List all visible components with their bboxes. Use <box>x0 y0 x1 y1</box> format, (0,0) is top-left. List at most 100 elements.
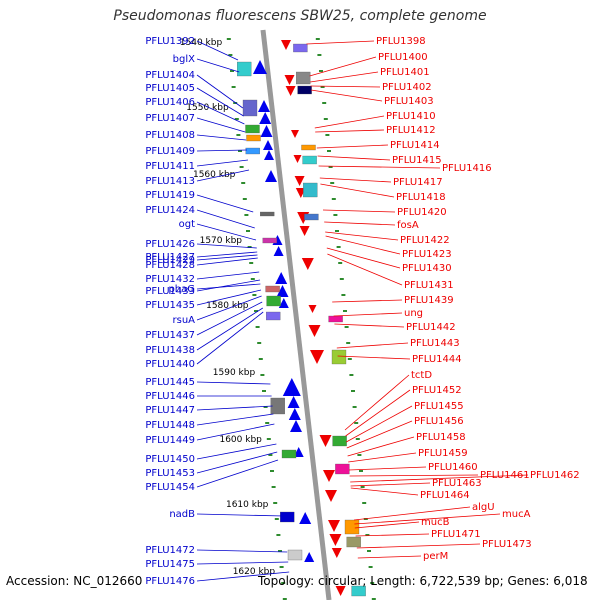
left-gene-label: ogt <box>179 219 195 230</box>
gene-feature-box <box>281 449 297 459</box>
right-gene-label: PFLU1471 <box>431 529 481 540</box>
scale-tick-label: 1580 kbp <box>206 301 249 311</box>
left-gene-label: PFLU1405 <box>145 83 195 94</box>
right-gene-label: PFLU1416 <box>442 163 492 174</box>
gene-feature-box <box>265 285 280 293</box>
left-gene-label: PFLU1435 <box>145 300 195 311</box>
right-leader-line <box>324 221 396 226</box>
track-dash-right <box>357 454 362 456</box>
forward-gene-arrow <box>299 512 312 524</box>
track-dash-right <box>365 534 370 536</box>
right-leader-line <box>350 482 431 487</box>
right-gene-label: PFLU1418 <box>396 192 446 203</box>
track-dash-left <box>255 326 260 328</box>
left-leader-line <box>196 283 261 290</box>
left-gene-label: PFLU1448 <box>145 420 195 431</box>
left-gene-label: rsuA <box>173 315 196 326</box>
track-dash-left <box>239 166 244 168</box>
scale-tick-label: 1600 kbp <box>219 435 262 445</box>
reverse-gene-arrow <box>301 258 314 270</box>
right-gene-label: PFLU1443 <box>410 338 460 349</box>
right-gene-label: PFLU1456 <box>414 416 464 427</box>
right-leader-line <box>322 209 396 213</box>
track-dash-left <box>231 86 236 88</box>
left-leader-line <box>196 549 288 553</box>
forward-gene-arrow <box>259 112 272 124</box>
left-leader-line <box>196 271 260 280</box>
gene-feature-box <box>266 311 281 321</box>
right-gene-label: PFLU1439 <box>404 295 454 306</box>
left-leader-line <box>196 149 248 152</box>
track-dash-left <box>281 582 286 584</box>
left-gene-label: PFLU1476 <box>145 576 195 587</box>
right-gene-label: PFLU1461 <box>480 470 530 481</box>
scale-tick-label: 1620 kbp <box>233 567 276 577</box>
gene-feature-box <box>266 295 281 307</box>
track-dash-left <box>263 406 268 408</box>
right-gene-label: PFLU1420 <box>397 207 447 218</box>
right-gene-label: fosA <box>397 220 419 231</box>
right-leader-line <box>310 85 381 88</box>
genome-info-text: Topology: circular; Length: 6,722,539 bp… <box>258 574 588 588</box>
gene-feature-box <box>328 315 343 323</box>
track-dash-left <box>257 342 262 344</box>
reverse-gene-arrow <box>308 325 321 337</box>
right-leader-line <box>348 466 427 471</box>
gene-feature-box <box>293 43 308 53</box>
right-gene-label: PFLU1410 <box>386 111 436 122</box>
left-gene-label: PFLU1445 <box>145 377 195 388</box>
right-gene-label: PFLU1460 <box>428 462 478 473</box>
right-gene-label: PFLU1463 <box>432 478 482 489</box>
left-gene-label: PFLU1450 <box>145 454 195 465</box>
gene-feature-box <box>270 397 285 415</box>
track-dash-right <box>331 198 336 200</box>
left-leader-line <box>196 134 247 141</box>
right-leader-line <box>318 165 441 169</box>
right-leader-line <box>327 253 403 286</box>
right-gene-label: PFLU1422 <box>400 235 450 246</box>
right-leader-line <box>349 474 479 477</box>
right-gene-label: tctD <box>411 370 432 381</box>
left-leader-line <box>196 289 262 306</box>
track-dash-left <box>230 70 234 72</box>
reverse-gene-arrow <box>285 86 296 96</box>
left-gene-label: PFLU1404 <box>145 70 195 81</box>
track-dash-right <box>354 422 359 424</box>
left-leader-line <box>196 571 290 582</box>
gene-feature-box <box>332 435 347 447</box>
track-dash-left <box>244 214 249 216</box>
right-leader-line <box>325 231 399 241</box>
gene-feature-box <box>245 124 260 134</box>
gene-feature-box <box>262 237 277 244</box>
left-gene-label: PFLU1429 <box>145 255 195 266</box>
track-dash-left <box>273 502 278 504</box>
right-gene-label: PFLU1431 <box>404 280 454 291</box>
right-leader-line <box>350 474 529 483</box>
left-leader-line <box>196 251 258 258</box>
right-gene-label: PFLU1400 <box>378 52 428 63</box>
left-gene-labels: PFLU1392bglXPFLU1404PFLU1405PFLU1406PFLU… <box>145 36 290 587</box>
left-gene-label: PFLU1408 <box>145 130 195 141</box>
gene-feature-box <box>301 144 316 151</box>
gene-feature-box <box>351 585 366 597</box>
right-leader-line <box>344 374 410 431</box>
track-dash-right <box>323 118 328 120</box>
left-gene-label: PFLU1392 <box>145 36 195 47</box>
track-dash-left <box>274 518 279 520</box>
right-gene-labels: PFLU1398PFLU1400PFLU1401PFLU1402PFLU1403… <box>306 36 580 562</box>
reverse-gene-arrow <box>284 75 295 85</box>
scale-tick-label: 1560 kbp <box>193 170 236 180</box>
right-leader-line <box>316 144 389 149</box>
track-dash-left <box>270 470 274 472</box>
track-dash-right <box>355 438 360 440</box>
left-gene-label: PFLU1426 <box>145 239 195 250</box>
track-dash-left <box>271 486 276 488</box>
track-dash-left <box>262 390 266 392</box>
track-dash-left <box>247 246 252 248</box>
left-gene-label: PFLU1454 <box>145 482 195 493</box>
left-gene-label: PFLU1411 <box>145 161 195 172</box>
scale-tick-label: 1570 kbp <box>200 236 243 246</box>
gene-feature-box <box>237 61 252 77</box>
